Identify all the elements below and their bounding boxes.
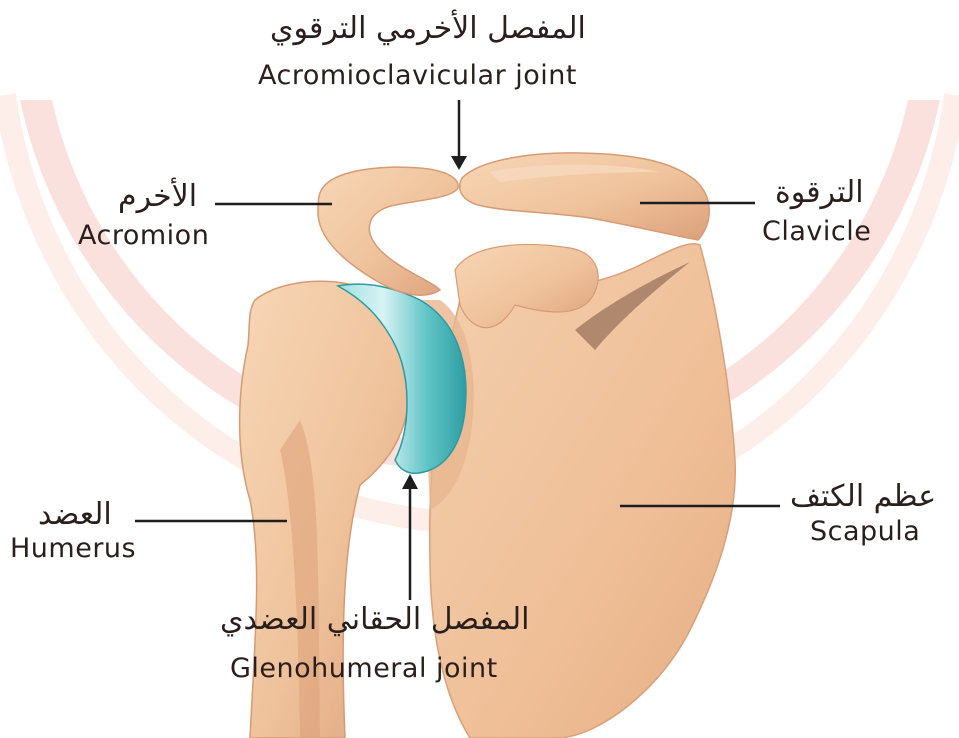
acromion-label-en: Acromion [78,222,209,249]
acromioclavicular-label-ar: المفصل الأخرمي الترقوي [270,14,586,44]
scapula-label-ar: عظم الكتف [790,482,936,512]
gh-joint-arrowhead [402,474,418,489]
humerus-label-ar: العضد [38,500,112,530]
glenohumeral-label-en: Glenohumeral joint [230,655,498,682]
humerus-label-en: Humerus [10,535,136,562]
scapula-label-en: Scapula [810,518,920,545]
ac-joint-arrowhead [451,156,467,170]
clavicle-label-ar: الترقوة [775,178,864,208]
clavicle-label-en: Clavicle [762,218,871,245]
acromion-bone [318,167,458,295]
acromion-label-ar: الأخرم [118,182,197,212]
acromioclavicular-label-en: Acromioclavicular joint [258,62,577,89]
glenohumeral-label-ar: المفصل الحقاني العضدي [220,605,530,635]
